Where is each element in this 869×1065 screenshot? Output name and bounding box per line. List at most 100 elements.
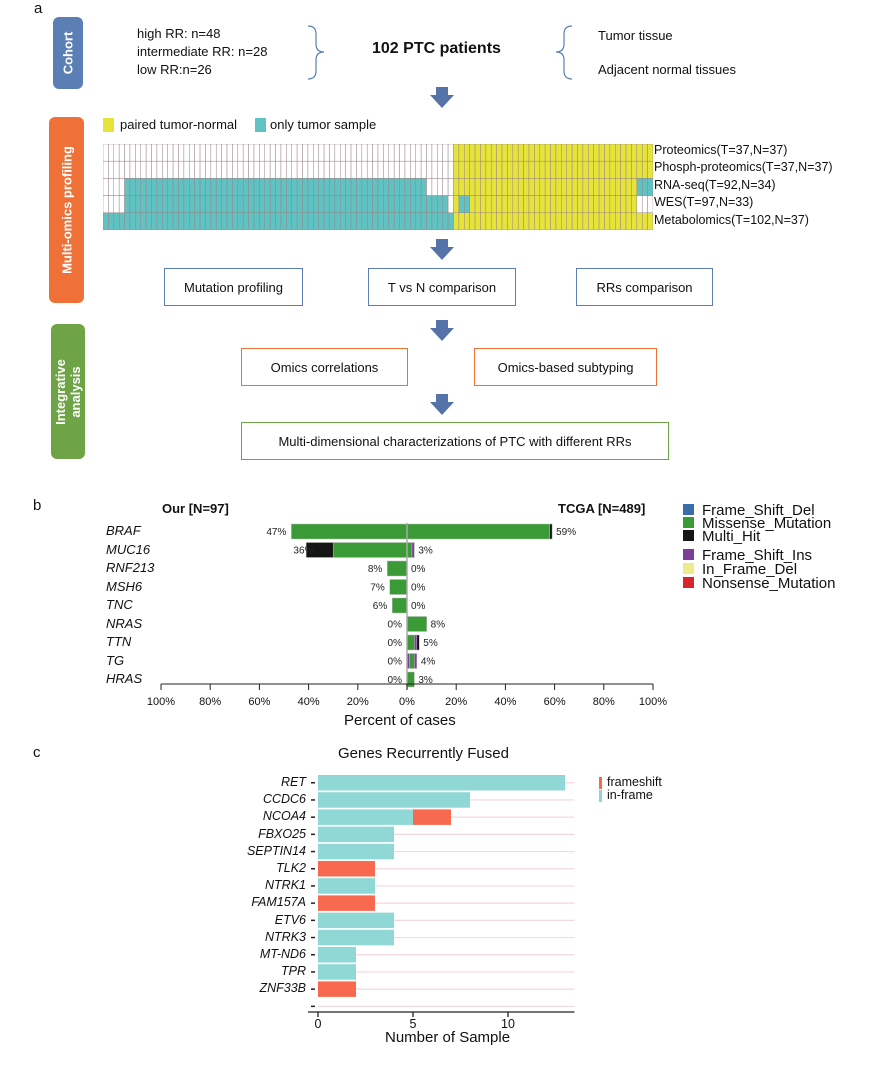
bar-frameshift-znf33b — [318, 981, 356, 997]
fusion-gene-label-septin14: SEPTIN14 — [246, 843, 306, 858]
pct-right-braf: 59% — [556, 527, 576, 538]
fusion-gene-label-mt-nd6: MT-ND6 — [259, 947, 306, 961]
fusion-gene-label-ccdc6: CCDC6 — [262, 792, 306, 807]
bar-inframe-tpr — [318, 964, 356, 980]
x-tick-label: 40% — [297, 696, 320, 708]
legend-paired-label: paired tumor-normal — [120, 117, 238, 132]
bar-inframe-mt-nd6 — [318, 947, 356, 963]
cohort-line-high: high RR: n=48 — [137, 26, 221, 41]
bar-right-tg — [414, 653, 418, 669]
gene-label-hras: HRAS — [106, 671, 143, 686]
legend-label-frame-shift-del: Frame_Shift_Del — [702, 502, 815, 519]
x-tick-label: 80% — [592, 696, 615, 708]
x-tick-label: 5 — [409, 1017, 417, 1031]
arrow-down-icon — [430, 320, 454, 341]
gene-label-nras: NRAS — [106, 615, 143, 631]
integrative-box: Integrative analysis — [51, 324, 85, 459]
x-tick-label: 20% — [445, 696, 468, 708]
panel-b-xlabel: Percent of cases — [344, 712, 456, 729]
fusion-gene-label-ntrk1: NTRK1 — [265, 878, 306, 893]
legend-swatch-frame-shift-del — [683, 504, 694, 515]
legend-frameshift-swatch — [599, 777, 602, 789]
panel-b-right-title: TCGA [N=489] — [558, 501, 646, 516]
bar-inframe-fbxo25 — [318, 826, 394, 843]
legend-only-tumor-label: only tumor sample — [270, 117, 377, 132]
x-tick-label: 20% — [346, 696, 369, 708]
track-label-wes: WES(T=97,N=33) — [654, 195, 754, 209]
cohort-line-low: low RR:n=26 — [137, 62, 212, 77]
fusion-gene-label-etv6: ETV6 — [274, 912, 306, 927]
bar-frameshift-tlk2 — [318, 861, 375, 877]
cohort-box: Cohort — [53, 17, 83, 89]
box-final-characterization: Multi-dimensional characterizations of P… — [241, 422, 669, 460]
gene-label-braf: BRAF — [106, 523, 141, 538]
box-omics-correlations: Omics correlations — [241, 348, 408, 386]
pct-right-msh6: 0% — [411, 583, 426, 594]
fusion-gene-label-tpr: TPR — [281, 964, 306, 979]
legend-frameshift-label: frameshift — [607, 775, 662, 789]
pct-left-tg: 0% — [388, 657, 403, 668]
bar-frameshift-ncoa4 — [413, 809, 451, 825]
x-tick-label: 40% — [494, 696, 517, 708]
pct-right-hras: 3% — [418, 675, 433, 686]
legend-swatch-in-frame-del — [683, 563, 694, 574]
bar-right-braf — [549, 523, 553, 540]
fusion-gene-label-znf33b: ZNF33B — [259, 981, 306, 996]
pct-right-tg: 4% — [421, 657, 436, 668]
pct-right-rnf213: 0% — [411, 564, 426, 575]
gene-label-ttn: TTN — [106, 634, 132, 649]
pct-left-nras: 0% — [388, 620, 403, 631]
bar-inframe-septin14 — [318, 843, 394, 860]
panel-b-label: b — [33, 497, 42, 514]
x-tick-label: 100% — [638, 696, 668, 708]
pct-right-muc16: 3% — [418, 546, 433, 557]
bar-left-muc16 — [305, 542, 334, 558]
panel-b-left-title: Our [N=97] — [162, 501, 229, 516]
multiomics-box: Multi-omics profiling — [49, 117, 84, 303]
cohort-brackets — [307, 25, 573, 80]
legend-label-multi-hit: Multi_Hit — [702, 528, 761, 545]
x-tick-label: 60% — [248, 696, 271, 708]
bar-right-muc16 — [411, 542, 415, 558]
panel-c-title: Genes Recurrently Fused — [338, 745, 509, 762]
legend-swatch-frame-shift-ins — [683, 549, 694, 560]
bar-inframe-ncoa4 — [318, 809, 413, 825]
arrow-down-icon — [430, 87, 454, 108]
legend-label-in-frame-del: In_Frame_Del — [702, 561, 798, 578]
tissue-adjacent: Adjacent normal tissues — [598, 62, 737, 77]
track-label-proteomics: Proteomics(T=37,N=37) — [654, 143, 788, 157]
box-mutation-profiling: Mutation profiling — [164, 268, 303, 306]
legend-inframe-label: in-frame — [607, 788, 653, 802]
arrow-down-icon — [430, 394, 454, 415]
legend-label-nonsense-mutation: Nonsense_Mutation — [702, 575, 836, 592]
panel-a-label: a — [34, 0, 43, 17]
x-tick-label: 0% — [399, 696, 415, 708]
mutation-diverging-chart: 47%59%36%3%8%0%7%0%6%0%0%8%0%5%0%4%0%3% — [160, 523, 654, 690]
fusion-gene-label-tlk2: TLK2 — [276, 861, 306, 875]
arrow-down-icon — [430, 239, 454, 260]
panel-c-xlabel: Number of Sample — [385, 1029, 511, 1046]
legend-swatch-missense-mutation — [683, 517, 694, 528]
legend-label-frame-shift-ins: Frame_Shift_Ins — [702, 547, 813, 564]
track-label-metabolomics: Metabolomics(T=102,N=37) — [654, 213, 809, 227]
bar-right-ttn — [416, 634, 420, 651]
pct-left-hras: 0% — [388, 675, 403, 686]
tissue-tumor: Tumor tissue — [598, 28, 673, 43]
x-tick-label: 0 — [314, 1017, 322, 1031]
pct-left-braf: 47% — [266, 527, 286, 538]
legend-paired-swatch — [103, 118, 114, 132]
gene-label-tg: TG — [106, 652, 125, 668]
fusion-gene-label-fbxo25: FBXO25 — [258, 826, 306, 841]
panel-c-label: c — [33, 744, 41, 761]
bar-inframe-ret — [318, 775, 565, 791]
patients-title: 102 PTC patients — [372, 40, 501, 57]
pct-left-tnc: 6% — [373, 601, 388, 612]
pct-right-ttn: 5% — [423, 638, 438, 649]
flow-arrows — [430, 87, 454, 415]
pct-left-rnf213: 8% — [368, 564, 383, 575]
gene-label-rnf213: RNF213 — [106, 560, 155, 575]
gene-label-tnc: TNC — [106, 597, 133, 612]
legend-inframe-swatch — [599, 790, 602, 802]
legend-swatch-nonsense-mutation — [683, 577, 694, 588]
